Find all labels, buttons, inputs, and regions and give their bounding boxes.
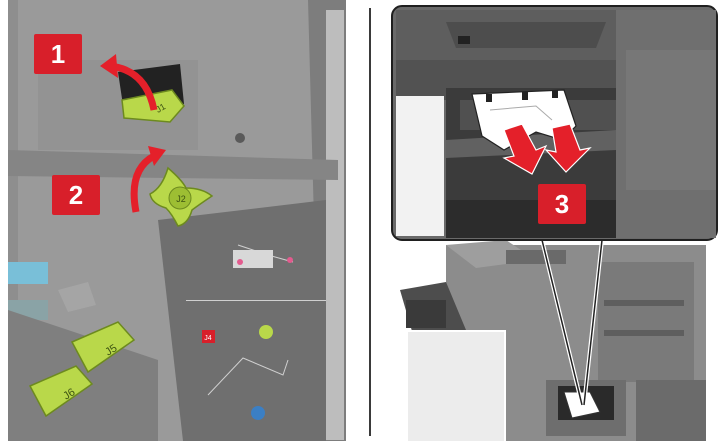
step-2-badge: 2: [52, 175, 100, 215]
panel-divider: [369, 8, 371, 436]
output-bin-illustration: 3: [386, 0, 720, 441]
arrow-up-left-icon: [100, 54, 118, 78]
step-1-badge: 1: [34, 34, 82, 74]
finisher-interior-illustration: J4 J1 J2 J5 J6: [8, 0, 346, 441]
step-3-badge: 3: [538, 184, 586, 224]
